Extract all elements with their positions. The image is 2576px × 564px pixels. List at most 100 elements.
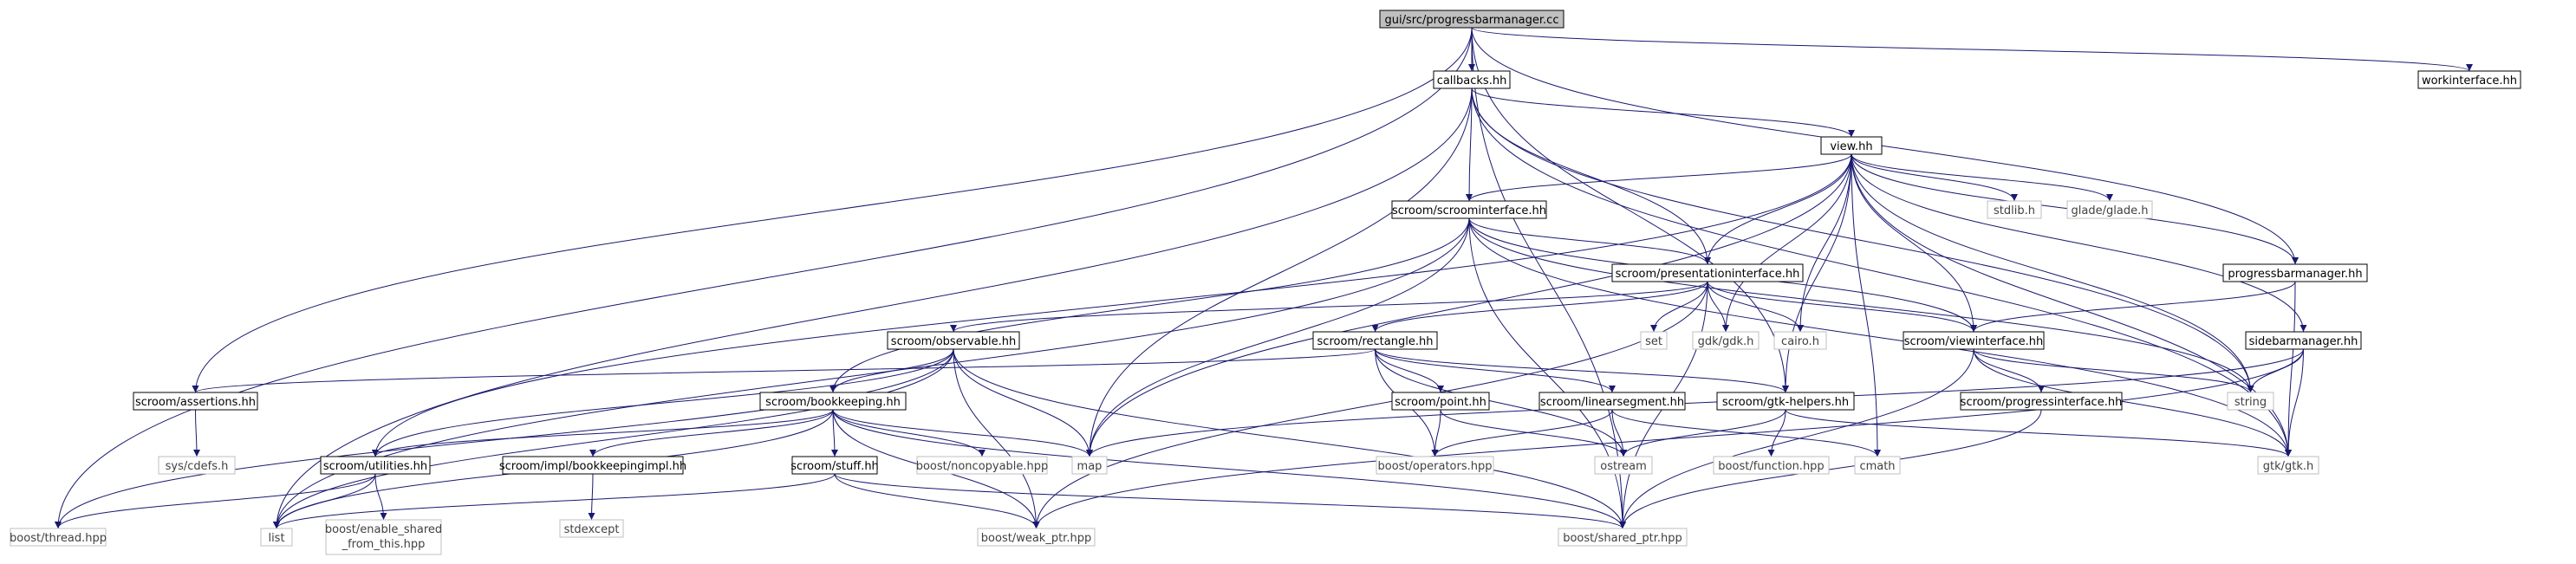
node-glade-h[interactable]: glade/glade.h (2066, 200, 2153, 219)
node-set[interactable]: set (1640, 331, 1668, 350)
node-box (2245, 331, 2362, 350)
edge-observable-hh-to-bookkeeping-hh (829, 348, 954, 393)
node-point-hh[interactable]: scroom/point.hh (1391, 392, 1490, 411)
edge-view-hh-to-presentationinterface-hh (1704, 153, 1852, 265)
node-label: stdlib.h (1994, 204, 2035, 217)
edge-presentationinterface-hh-to-rectangle-hh (1371, 281, 1708, 333)
node-box (1716, 392, 1855, 411)
edge-viewinterface-hh-to-string (1973, 348, 2254, 393)
node-presentationinterface-hh[interactable]: scroom/presentationinterface.hh (1611, 263, 1804, 282)
edge-progressbarmanager-hh-to-gtk-h (2285, 281, 2296, 457)
edge-stuff-hh-to-weak-ptr-hpp (834, 473, 1040, 529)
node-label: boost/shared_ptr.hpp (1563, 532, 1682, 545)
node-bookkeeping-hh[interactable]: scroom/bookkeeping.hh (759, 392, 907, 411)
node-label: scroom/rectangle.hh (1317, 335, 1434, 348)
node-sidebarmanager-hh[interactable]: sidebarmanager.hh (2245, 331, 2362, 350)
node-rectangle-hh[interactable]: scroom/rectangle.hh (1312, 331, 1438, 350)
edge-observable-hh-to-weak-ptr-hpp (953, 348, 1040, 529)
node-assertions-hh[interactable]: scroom/assertions.hh (133, 392, 258, 411)
edge-gtkhelpers-hh-to-gtk-h (1785, 409, 2292, 457)
node-linearsegment-hh[interactable]: scroom/linearsegment.hh (1538, 392, 1686, 411)
edge-scroominterface-hh-to-gtk-h (1468, 217, 2292, 457)
node-box (1640, 331, 1668, 350)
node-label: cmath (1859, 460, 1895, 473)
node-progressinterface-hh[interactable]: scroom/progressinterface.hh (1960, 392, 2123, 411)
edge-rectangle-hh-to-point-hh (1375, 348, 1444, 393)
edge-presentationinterface-hh-to-gdk-h (1707, 281, 1729, 333)
node-view-hh[interactable]: view.hh (1820, 136, 1883, 155)
node-stuff-hh[interactable]: scroom/stuff.hh (790, 456, 879, 475)
edge-progressbarmanager-cc-to-workinterface-hh (1471, 27, 2473, 72)
edge-bookkeeping-hh-to-stuff-hh (830, 409, 838, 457)
node-gtk-h[interactable]: gtk/gtk.h (2257, 456, 2319, 475)
edge-presentationinterface-hh-to-weak-ptr-hpp (1032, 281, 1708, 529)
edge-scroominterface-hh-to-presentationinterface-hh (1468, 217, 1711, 265)
node-label: glade/glade.h (2072, 204, 2149, 217)
edge-sidebarmanager-hh-to-gtk-h (2285, 348, 2304, 457)
edge-bookkeeping-hh-to-map (832, 409, 1093, 457)
edge-scroominterface-hh-to-bookkeeping-hh (829, 217, 1470, 393)
node-box (1433, 70, 1511, 89)
node-box (1594, 456, 1653, 475)
node-bookkeepingimpl-hh[interactable]: scroom/impl/bookkeepingimpl.hh (499, 456, 686, 475)
node-cdefs-h[interactable]: sys/cdefs.h (158, 456, 236, 475)
node-label: view.hh (1830, 140, 1872, 153)
edge-view-hh-to-gtkhelpers-hh (1782, 153, 1852, 393)
node-box (1903, 331, 2045, 350)
node-viewinterface-hh[interactable]: scroom/viewinterface.hh (1903, 331, 2045, 350)
node-cmath[interactable]: cmath (1854, 456, 1901, 475)
node-weak-ptr-hpp[interactable]: boost/weak_ptr.hpp (977, 528, 1096, 547)
node-observable-hh[interactable]: scroom/observable.hh (887, 331, 1020, 350)
node-label: scroom/progressinterface.hh (1961, 396, 2123, 409)
node-progressbarmanager-cc[interactable]: gui/src/progressbarmanager.cc (1379, 10, 1564, 29)
node-box (559, 519, 624, 538)
node-thread-hpp[interactable]: boost/thread.hpp (10, 528, 107, 547)
edge-observable-hh-to-shared-ptr-hpp (953, 348, 1626, 529)
node-box (1611, 263, 1804, 282)
node-list[interactable]: list (260, 528, 293, 547)
node-map[interactable]: map (1071, 456, 1108, 475)
node-operators-hpp[interactable]: boost/operators.hpp (1376, 456, 1494, 475)
node-noncopyable-hpp[interactable]: boost/noncopyable.hpp (916, 456, 1049, 475)
edge-linearsegment-hh-to-cmath (1611, 409, 1881, 457)
node-label: scroom/scroominterface.hh (1392, 204, 1546, 217)
node-cairo-h[interactable]: cairo.h (1773, 331, 1827, 350)
node-box (2066, 200, 2153, 219)
edge-callbacks-hh-to-list (273, 88, 1473, 529)
node-box (260, 528, 293, 547)
node-box (887, 331, 1020, 350)
node-workinterface-hh[interactable]: workinterface.hh (2417, 70, 2521, 89)
node-enable-shared-hpp[interactable]: boost/enable_shared_from_this.hpp (325, 519, 442, 555)
edge-view-hh-to-cmath (1851, 153, 1881, 457)
edge-view-hh-to-stdlib-h (1851, 153, 2018, 202)
edge-bookkeeping-hh-to-noncopyable-hpp (832, 409, 986, 457)
node-progressbarmanager-hh[interactable]: progressbarmanager.hh (2222, 263, 2368, 282)
node-label: boost/operators.hpp (1378, 460, 1493, 473)
node-callbacks-hh[interactable]: callbacks.hh (1433, 70, 1511, 89)
edge-view-hh-to-viewinterface-hh (1851, 153, 1977, 333)
node-utilities-hh[interactable]: scroom/utilities.hh (320, 456, 431, 475)
node-box (325, 519, 442, 555)
node-stdlib-h[interactable]: stdlib.h (1987, 200, 2042, 219)
node-label: gui/src/progressbarmanager.cc (1385, 14, 1559, 27)
node-label: boost/noncopyable.hpp (916, 460, 1049, 473)
edge-callbacks-hh-to-scroominterface-hh (1466, 88, 1473, 202)
node-label: stdexcept (564, 523, 620, 536)
edge-progressbarmanager-cc-to-progressbarmanager-hh (1471, 27, 2299, 265)
node-label: progressbarmanager.hh (2228, 268, 2362, 281)
edge-progressbarmanager-hh-to-viewinterface-hh (1970, 281, 2296, 333)
node-gdk-h[interactable]: gdk/gdk.h (1692, 331, 1760, 350)
node-string[interactable]: string (2227, 392, 2274, 411)
edge-scroominterface-hh-to-list (273, 217, 1470, 529)
edge-callbacks-hh-to-presentationinterface-hh (1471, 88, 1711, 265)
node-box (759, 392, 907, 411)
node-label: set (1645, 335, 1662, 348)
edge-gtkhelpers-hh-to-function-hpp (1767, 409, 1786, 457)
node-function-hpp[interactable]: boost/function.hpp (1713, 456, 1830, 475)
node-ostream[interactable]: ostream (1594, 456, 1653, 475)
node-stdexcept[interactable]: stdexcept (559, 519, 624, 538)
node-scroominterface-hh[interactable]: scroom/scroominterface.hh (1391, 200, 1547, 219)
node-shared-ptr-hpp[interactable]: boost/shared_ptr.hpp (1558, 528, 1688, 547)
edge-rectangle-hh-to-gtkhelpers-hh (1375, 348, 1789, 393)
node-gtkhelpers-hh[interactable]: scroom/gtk-helpers.hh (1716, 392, 1855, 411)
